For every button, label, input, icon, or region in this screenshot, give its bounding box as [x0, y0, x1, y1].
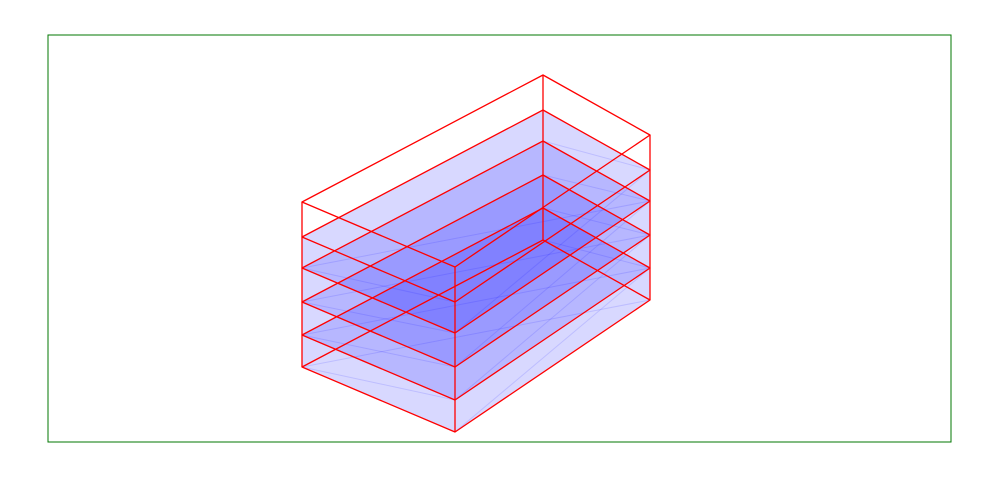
layer-3-back-right-face: [543, 141, 650, 235]
layer-2-bottom-diagonal: [301, 267, 651, 336]
layer-2-back-left-face: [302, 175, 543, 335]
layer-3-top-face: [302, 141, 650, 333]
layer-1-bottom-face: [302, 240, 650, 432]
layer-4-bottom-face: [302, 141, 650, 333]
layer-3-right-diagonal: [454, 200, 651, 368]
layer-3-bottom-diagonal: [301, 234, 651, 303]
layer-3-front-left-face: [302, 268, 455, 367]
layer-1-front-right-face: [455, 268, 650, 432]
box-edges: [301, 74, 651, 433]
layer-2-top-face: [302, 175, 650, 367]
layer-3-back-diagonal: [542, 174, 651, 202]
layer-1-left-diagonal: [301, 366, 456, 401]
layer-3-bottom-face: [302, 175, 650, 367]
layer-1-bottom-diagonal: [301, 299, 651, 368]
layer-4-back-right-face: [543, 110, 650, 201]
layer-1-back-diagonal: [542, 239, 651, 269]
layer-3-back-left-face: [302, 141, 543, 302]
layer-2-bottom-face: [302, 208, 650, 400]
layer-4-back-left-face: [302, 110, 543, 268]
layer-2-back-right-face: [543, 175, 650, 268]
layer-1-right-diagonal: [454, 267, 651, 433]
layer-1-back-right-face: [543, 208, 650, 300]
layer-2-back-diagonal: [542, 207, 651, 236]
layer-4-front-right-face: [455, 170, 650, 333]
layer-3-left-diagonal: [301, 301, 456, 334]
layer-4-left-diagonal: [301, 267, 456, 303]
face-diagonals: [301, 140, 651, 433]
drawing-frame: [47, 34, 952, 443]
layer-2-right-diagonal: [454, 234, 651, 401]
layer-4-bottom-diagonal: [301, 200, 651, 269]
layer-4-front-left-face: [302, 237, 455, 333]
layer-1-top-face: [302, 208, 650, 400]
layer-1-front-left-face: [302, 335, 455, 432]
box-faces: [302, 110, 650, 432]
layer-3-front-right-face: [455, 201, 650, 367]
layer-4-back-diagonal: [542, 140, 651, 171]
layer-2-left-diagonal: [301, 334, 456, 368]
layer-2-front-left-face: [302, 302, 455, 400]
layer-4-right-diagonal: [454, 169, 651, 334]
layer-2-front-right-face: [455, 235, 650, 400]
layer-4-top-face: [302, 110, 650, 302]
